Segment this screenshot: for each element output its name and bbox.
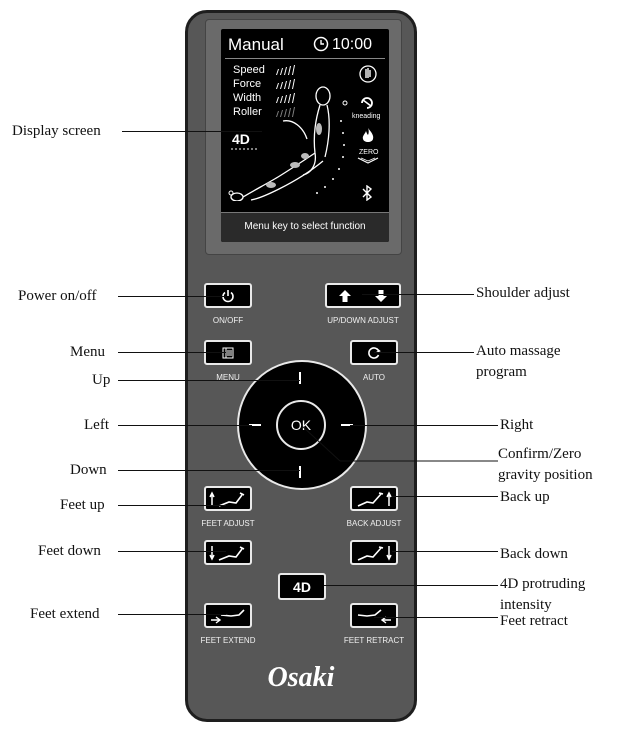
- feet-up-button[interactable]: [204, 486, 252, 511]
- feet-retract-label: FEET RETRACT: [343, 636, 405, 645]
- feet-retract-icon: [357, 608, 391, 624]
- callout-line-auto: [374, 352, 474, 353]
- display-screen: Manual 10:00 Speed Force Width Roller 4D: [221, 29, 389, 242]
- back-up-icon: [357, 490, 392, 507]
- header-divider: [225, 58, 385, 59]
- right-button[interactable]: [341, 424, 353, 426]
- callout-auto-line2: program: [476, 364, 527, 380]
- back-adjust-label: BACK ADJUST: [346, 519, 402, 528]
- callout-line-4d: [324, 585, 498, 586]
- clock-time: 10:00: [332, 36, 373, 53]
- callout-line-back-up: [392, 496, 498, 497]
- setting-roller: Roller: [233, 106, 262, 118]
- callout-line-feet-up: [118, 505, 226, 506]
- shoulder-adjust-label: UP/DOWN ADJUST: [327, 316, 399, 325]
- feet-extend-icon: [211, 608, 245, 624]
- callout-left: Left: [84, 417, 109, 433]
- four-d-button[interactable]: 4D: [278, 573, 326, 600]
- callout-up: Up: [92, 372, 111, 388]
- brand-logo: Osaki: [267, 662, 335, 693]
- arrow-up-icon: [339, 289, 351, 302]
- callout-feet-retract: Feet retract: [500, 613, 568, 629]
- back-down-button[interactable]: [350, 540, 398, 565]
- callout-line-left: [118, 425, 252, 426]
- feet-extend-label: FEET EXTEND: [200, 636, 256, 645]
- mode-4d-indicator: 4D: [232, 131, 250, 147]
- setting-speed: Speed: [233, 64, 265, 76]
- setting-width: Width: [233, 92, 262, 104]
- bluetooth-icon: [362, 185, 372, 201]
- shoulder-adjust-button[interactable]: [325, 283, 401, 308]
- callout-down: Down: [70, 462, 107, 478]
- feet-adjust-label: FEET ADJUST: [201, 519, 255, 528]
- arrow-down-icon: [375, 289, 387, 302]
- callout-display-screen: Display screen: [12, 123, 101, 139]
- callout-line-up: [118, 380, 300, 381]
- auto-cycle-icon: [368, 346, 381, 359]
- callout-confirm-line1: Confirm/Zero: [498, 446, 582, 462]
- callout-line-feet-extend: [118, 614, 226, 615]
- callout-line-feet-retract: [374, 617, 498, 618]
- callout-back-up: Back up: [500, 489, 550, 505]
- body-figure-icon: [228, 86, 348, 201]
- callout-right: Right: [500, 417, 534, 433]
- intensity-level-bars: [276, 65, 295, 117]
- feet-down-icon: [209, 545, 245, 561]
- kneading-icon: [361, 97, 373, 109]
- callout-4d-line2: intensity: [500, 597, 552, 613]
- zero-gravity-label: ZERO: [359, 149, 379, 156]
- back-up-button[interactable]: [350, 486, 398, 511]
- settings-list: Speed Force Width Roller: [233, 63, 265, 119]
- feet-down-button[interactable]: [204, 540, 252, 565]
- status-text: Menu key to select function: [244, 221, 366, 232]
- status-bar: [221, 212, 389, 242]
- back-down-icon: [357, 545, 392, 561]
- callout-line-confirm: [301, 425, 498, 462]
- callout-feet-extend: Feet extend: [30, 606, 100, 622]
- callout-shoulder-adjust: Shoulder adjust: [476, 285, 570, 301]
- heat-flame-icon: [362, 128, 374, 142]
- clock-icon: [313, 36, 329, 52]
- callout-auto-line1: Auto massage: [476, 343, 561, 359]
- callout-feet-up: Feet up: [60, 497, 105, 513]
- callout-menu: Menu: [70, 344, 105, 360]
- callout-4d-line1: 4D protruding: [500, 576, 586, 592]
- zero-gravity-icon: [357, 157, 379, 164]
- callout-line-shoulder: [362, 294, 474, 295]
- massage-hand-icon: [359, 65, 377, 83]
- callout-feet-down: Feet down: [38, 543, 101, 559]
- down-button[interactable]: [299, 466, 301, 478]
- callout-line-display: [122, 131, 262, 132]
- ok-button[interactable]: OK: [276, 400, 326, 450]
- feet-extend-button[interactable]: [204, 603, 252, 628]
- callout-line-back-down: [392, 551, 498, 552]
- mode-4d-underline: [231, 148, 259, 150]
- setting-force: Force: [233, 78, 262, 90]
- callout-line-feet-down: [118, 551, 226, 552]
- feet-up-icon: [209, 490, 245, 507]
- menu-button-label: MENU: [216, 373, 240, 382]
- callout-line-down: [118, 470, 300, 471]
- mode-title: Manual: [228, 35, 284, 54]
- callout-line-power: [118, 296, 226, 297]
- auto-button-label: AUTO: [362, 373, 386, 382]
- callout-back-down: Back down: [500, 546, 568, 562]
- kneading-label: kneading: [352, 113, 381, 120]
- power-button-label: ON/OFF: [212, 316, 244, 325]
- up-button[interactable]: [299, 372, 301, 384]
- callout-confirm-line2: gravity position: [498, 467, 593, 483]
- left-button[interactable]: [249, 424, 261, 426]
- power-icon: [222, 289, 234, 302]
- power-button[interactable]: [204, 283, 252, 308]
- callout-power: Power on/off: [18, 288, 97, 304]
- feet-retract-button[interactable]: [350, 603, 398, 628]
- callout-line-menu: [118, 352, 226, 353]
- callout-line-right: [350, 425, 498, 426]
